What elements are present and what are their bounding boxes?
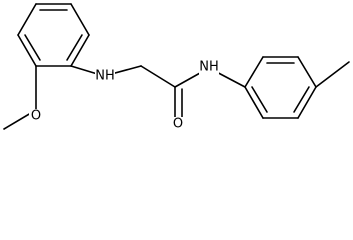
atom-label-carbonyl-o: O <box>171 117 185 132</box>
bond <box>17 34 37 67</box>
bond-ring-to-methyl <box>315 61 350 88</box>
carbonyl-o-text: O <box>173 117 183 132</box>
atom-label-methoxy-o: O <box>29 109 43 124</box>
amine-nh-text: NH <box>95 69 115 84</box>
double-bond-inner <box>293 86 310 113</box>
molecule-structure-diagram: NH NH O O <box>3 3 350 132</box>
bond <box>17 3 37 36</box>
methoxyphenyl-ring <box>17 3 90 67</box>
bond <box>70 34 90 67</box>
atom-label-amide-nh: NH <box>199 60 219 75</box>
bond <box>297 86 317 119</box>
double-bond-inner <box>24 34 41 61</box>
atom-label-amine-nh: NH <box>95 69 115 84</box>
double-bond-inner <box>66 34 83 61</box>
double-bond-inner <box>251 86 268 113</box>
bond <box>244 56 264 88</box>
bond-ch2-to-carbonyl-c <box>140 65 176 88</box>
methoxy-o-text: O <box>31 109 41 124</box>
amide-nh-text: NH <box>199 60 219 75</box>
bond <box>297 56 317 88</box>
methylphenyl-ring <box>244 56 317 119</box>
bond <box>244 86 264 119</box>
bond <box>70 3 90 36</box>
